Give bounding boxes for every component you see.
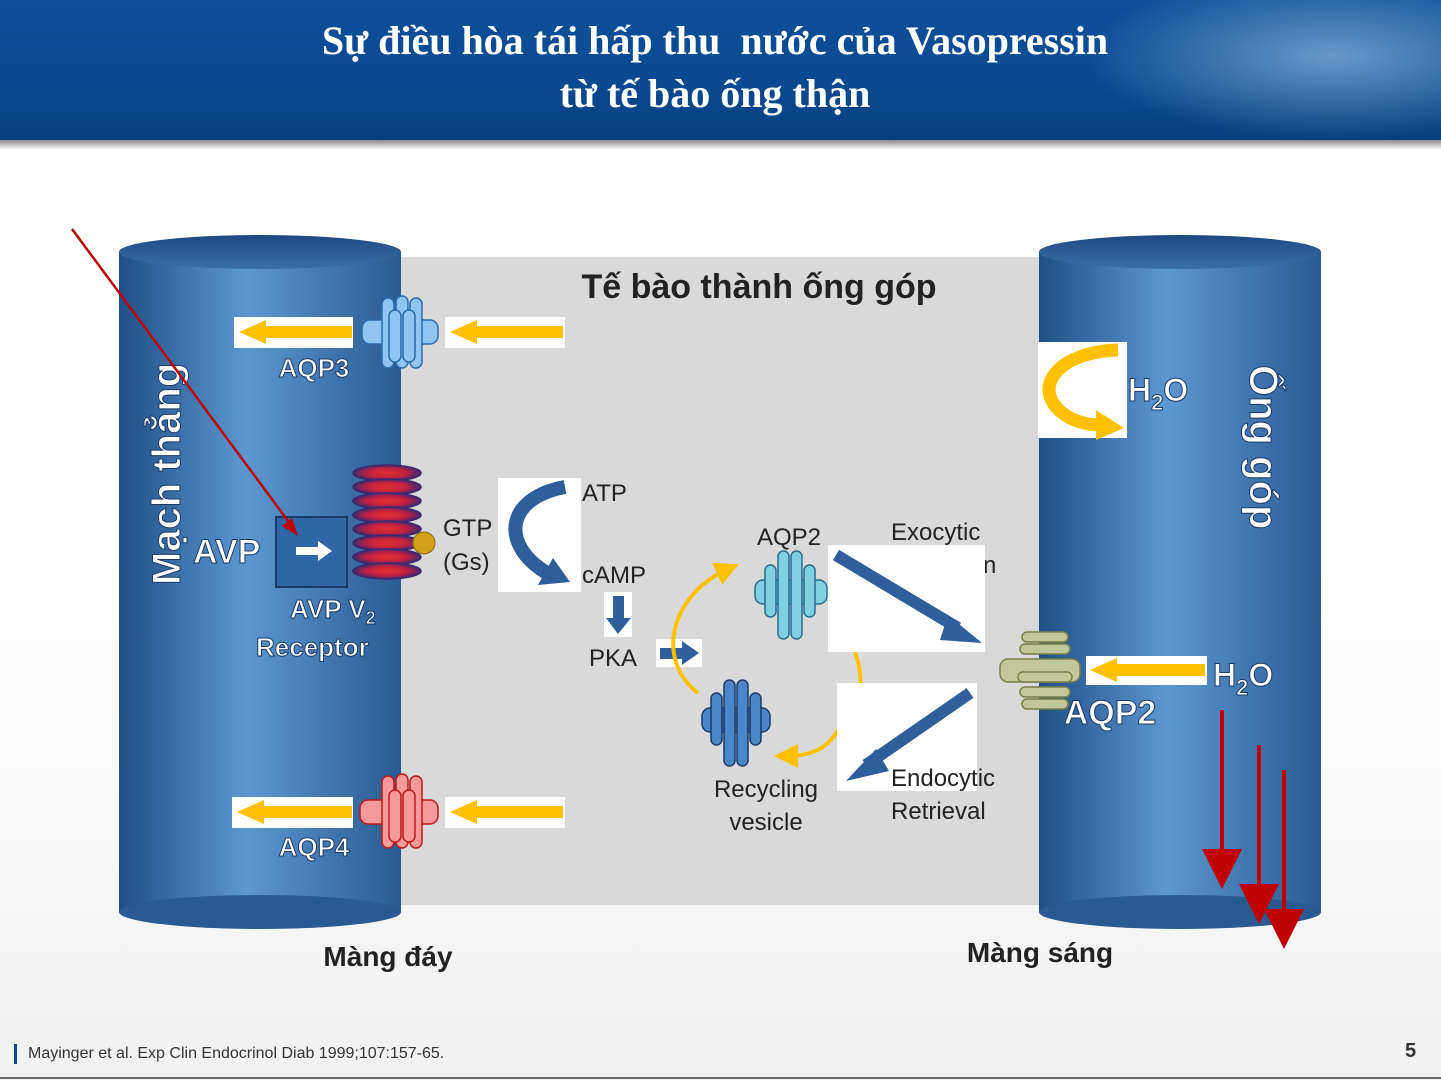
slide-title-line-2: từ tế bào ống thận xyxy=(559,71,871,116)
recycling-label: Recycling xyxy=(714,776,818,803)
atp-camp-arrow-head xyxy=(538,558,570,585)
header-sheen xyxy=(1081,0,1441,140)
aqp4-row: AQP4 xyxy=(232,773,565,863)
exocytic-arrow-shaft xyxy=(832,549,962,634)
h2o-top-label: H2O xyxy=(1128,372,1188,415)
footer-accent-bar xyxy=(14,1044,17,1064)
aqp2-vesicle-label: AQP2 xyxy=(757,524,821,551)
left-vessel-label: Mạch thẳng xyxy=(142,363,189,585)
receptor-arrow-shaft xyxy=(296,547,318,555)
right-tube-label: Ống góp xyxy=(1241,365,1287,529)
slide-header: Sự điều hòa tái hấp thu nước của Vasopre… xyxy=(0,0,1441,140)
g-protein-dot xyxy=(412,531,436,555)
arrow-head-aqp3-right xyxy=(450,320,477,344)
receptor-label-line-2: Receptor xyxy=(256,632,369,662)
aqp3-channel-icon xyxy=(361,295,439,369)
v2-receptor-coil-icon xyxy=(352,464,422,580)
h2o-rotate-arrow xyxy=(1042,343,1119,432)
aqp4-channel-icon xyxy=(359,773,439,849)
endocytic-arrow-head xyxy=(846,749,889,781)
retrieval-label: Retrieval xyxy=(891,798,986,825)
header-shadow xyxy=(0,140,1441,150)
arrow-head-aqp2 xyxy=(1090,658,1117,682)
endocytic-label: Endocytic xyxy=(891,765,995,792)
apical-membrane-label: Màng sáng xyxy=(967,937,1113,968)
avp-v2-receptor-label: AVP V2 xyxy=(290,594,376,628)
aqp2-vesicle-channel-icon xyxy=(754,550,828,640)
exocytic-label-tail: n xyxy=(983,552,996,579)
arrow-shaft-aqp3-left xyxy=(266,326,352,338)
atp-label: ATP xyxy=(582,480,627,507)
h2o-rotate-arrow-head xyxy=(1096,410,1124,440)
aqp4-label: AQP4 xyxy=(279,832,350,862)
endocytic-arrow-shaft xyxy=(862,688,974,770)
red-pointer-line xyxy=(70,228,296,530)
cell-title: Tế bào thành ống góp xyxy=(581,268,936,306)
cycle-arc-left xyxy=(671,562,739,695)
aqp3-label: AQP3 xyxy=(279,353,350,383)
gtp-label: GTP xyxy=(443,515,492,542)
citation: Mayinger et al. Exp Clin Endocrinol Diab… xyxy=(28,1045,445,1062)
cycle-arc-bottom xyxy=(774,728,840,768)
camp-pka-arrow-head xyxy=(606,618,631,634)
page-number: 5 xyxy=(1405,1040,1417,1062)
bottom-rule xyxy=(0,1077,1441,1079)
arrow-shaft-aqp4-left xyxy=(264,806,352,818)
vesicle-label: vesicle xyxy=(729,809,802,836)
atp-camp-curved-arrow xyxy=(508,480,567,580)
collecting-duct-cylinder xyxy=(1039,235,1321,929)
red-pointer-head xyxy=(282,518,298,536)
gs-label: (Gs) xyxy=(443,549,490,576)
slide-title: Sự điều hòa tái hấp thu nước của Vasopre… xyxy=(0,14,1430,120)
slide-title-line-1: Sự điều hòa tái hấp thu nước của Vasopre… xyxy=(321,18,1109,63)
basal-membrane-label: Màng đáy xyxy=(323,941,453,972)
camp-label: cAMP xyxy=(582,562,646,589)
arrow-shaft-aqp4-right xyxy=(477,806,563,818)
arrow-head-aqp3-left xyxy=(239,320,266,344)
aqp3-row: AQP3 xyxy=(234,295,565,384)
pka-label: PKA xyxy=(589,645,637,672)
arrow-head-aqp4-left xyxy=(237,800,264,824)
exocytic-label: Exocytic xyxy=(891,519,980,546)
exocytic-arrow-head xyxy=(940,615,982,643)
arrow-shaft-aqp3-right xyxy=(477,326,563,338)
receptor-arrow-head xyxy=(318,541,332,561)
arrow-head-aqp4-right xyxy=(450,800,477,824)
recycling-vesicle-icon xyxy=(701,679,771,767)
arrow-shaft-aqp2 xyxy=(1117,664,1205,676)
aqp2-membrane-label: AQP2 xyxy=(1064,694,1157,732)
h2o-right-label: H2O xyxy=(1213,657,1273,700)
avp-label: AVP xyxy=(193,533,260,571)
pka-arrow-head xyxy=(682,641,699,665)
camp-pka-arrow-shaft xyxy=(613,596,624,620)
aqp2-membrane-channel-icon xyxy=(999,631,1081,710)
